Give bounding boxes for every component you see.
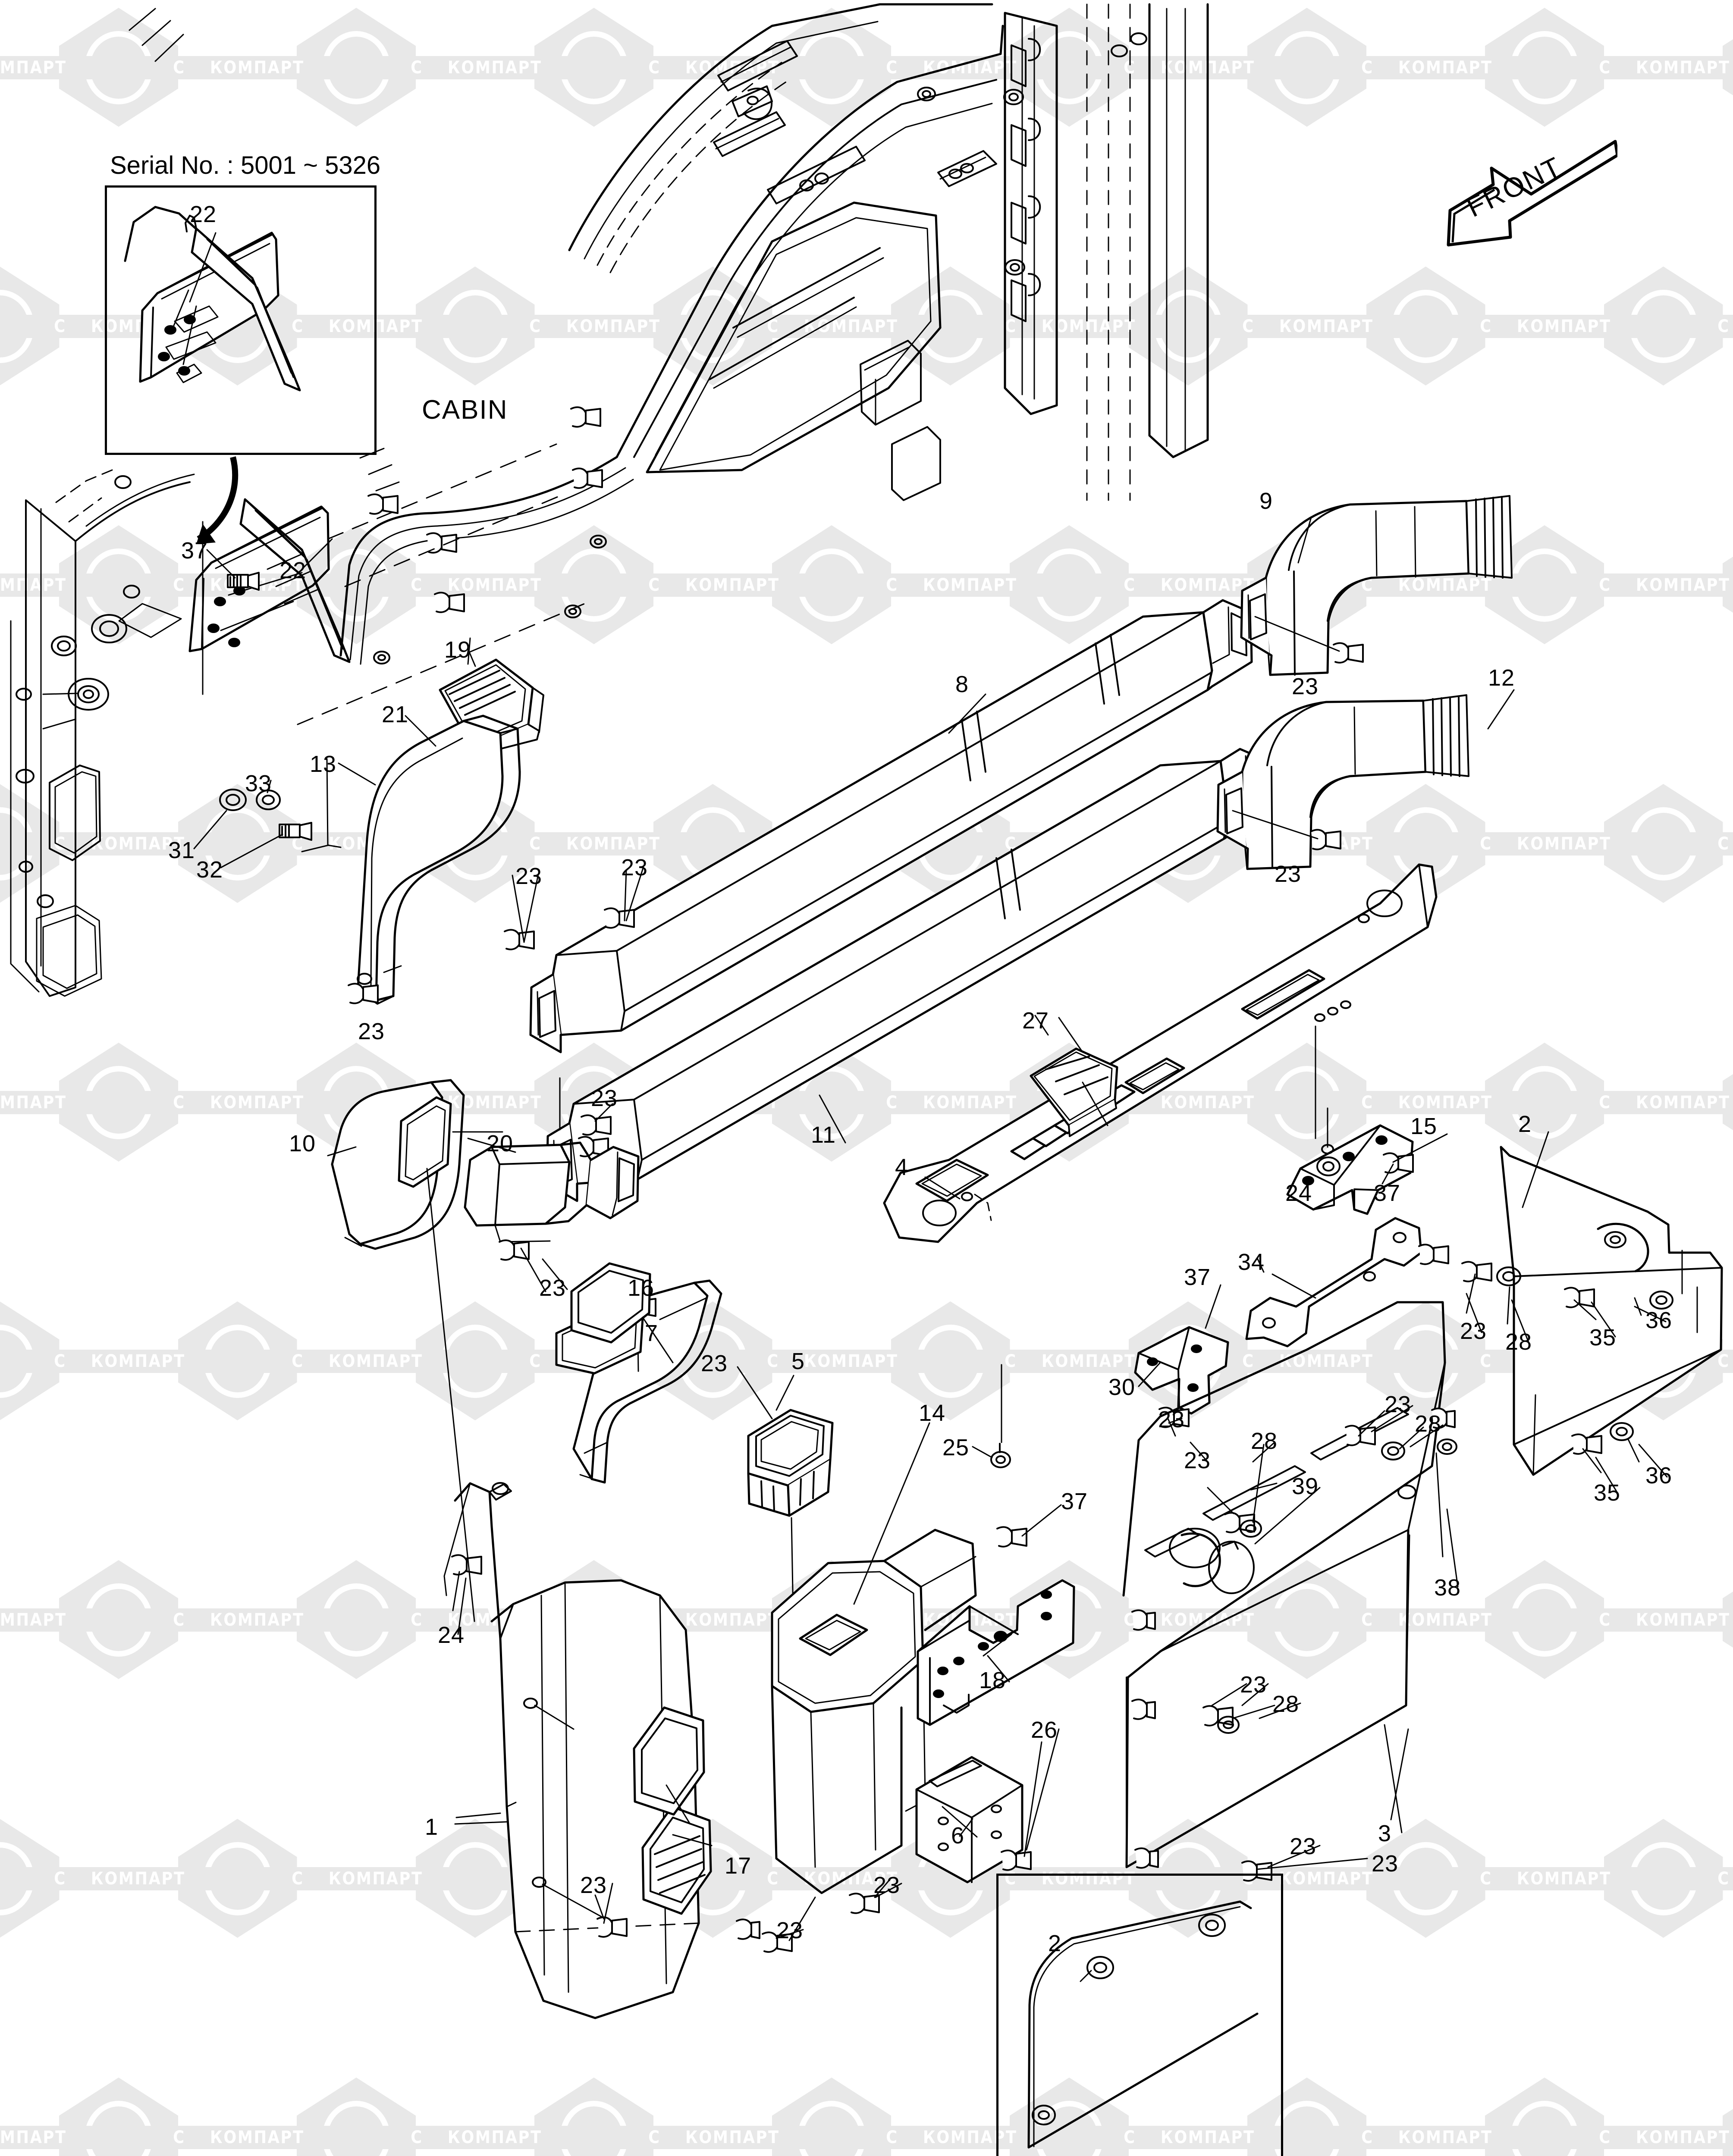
part-callout-37: 37: [1374, 1180, 1401, 1206]
part-callout-23: 23: [539, 1275, 566, 1301]
part-callout-23: 23: [1292, 674, 1319, 699]
part-callout-37: 37: [1184, 1264, 1211, 1290]
part-callout-22: 22: [279, 558, 307, 583]
part-callout-34: 34: [1238, 1249, 1265, 1275]
part-callout-23: 23: [621, 855, 648, 881]
part-callout-23: 23: [1275, 861, 1302, 887]
part-callout-23: 23: [1372, 1851, 1399, 1877]
part-callout-30: 30: [1108, 1374, 1136, 1400]
part-callout-1: 1: [425, 1814, 439, 1840]
part-callout-23: 23: [591, 1085, 618, 1111]
part-callout-36: 36: [1645, 1307, 1673, 1333]
serial-5001-5326-inset-box: [105, 185, 377, 455]
cabin-label: CABIN: [422, 395, 508, 425]
part-callout-23: 23: [1158, 1407, 1185, 1432]
part-callout-23: 23: [1460, 1318, 1487, 1344]
part-callout-28: 28: [1251, 1428, 1278, 1454]
part-callout-22: 22: [190, 201, 217, 227]
part-callout-23: 23: [701, 1351, 728, 1376]
part-callout-28: 28: [1415, 1411, 1442, 1437]
part-callout-15: 15: [1410, 1113, 1438, 1139]
part-callout-10: 10: [289, 1131, 316, 1156]
serial-5001-10027-inset-box: [996, 1874, 1283, 2156]
part-callout-28: 28: [1505, 1329, 1532, 1355]
part-callout-23: 23: [515, 863, 543, 889]
part-callout-27: 27: [1022, 1008, 1049, 1034]
part-callout-7: 7: [645, 1320, 659, 1346]
part-callout-13: 13: [310, 751, 337, 777]
part-callout-35: 35: [1594, 1480, 1621, 1506]
part-callout-24: 24: [1285, 1180, 1312, 1206]
part-callout-25: 25: [942, 1435, 970, 1460]
part-callout-3: 3: [1378, 1821, 1392, 1846]
part-callout-33: 33: [245, 771, 272, 796]
part-callout-37: 37: [181, 538, 208, 564]
part-callout-2: 2: [1048, 1930, 1062, 1956]
part-callout-24: 24: [438, 1622, 465, 1648]
part-callout-21: 21: [382, 702, 409, 727]
part-callout-23: 23: [358, 1018, 385, 1044]
part-callout-20: 20: [487, 1131, 514, 1156]
part-callout-23: 23: [1240, 1672, 1267, 1698]
part-callout-35: 35: [1589, 1325, 1617, 1351]
part-callout-4: 4: [895, 1154, 909, 1180]
part-callout-19: 19: [444, 637, 471, 663]
part-callout-12: 12: [1488, 665, 1515, 691]
front-direction-arrow: FRONT: [1402, 129, 1619, 276]
part-callout-28: 28: [1272, 1691, 1300, 1717]
part-callout-6: 6: [951, 1823, 965, 1849]
part-callout-9: 9: [1259, 488, 1273, 514]
part-callout-16: 16: [628, 1275, 655, 1301]
serial-number-top-label: Serial No. : 5001 ~ 5326: [110, 151, 381, 179]
part-callout-32: 32: [196, 857, 223, 883]
part-callout-39: 39: [1292, 1473, 1319, 1499]
part-callout-14: 14: [919, 1400, 946, 1426]
part-callout-23: 23: [776, 1918, 804, 1943]
part-callout-17: 17: [725, 1853, 752, 1879]
part-callout-23: 23: [1290, 1833, 1317, 1859]
part-callout-26: 26: [1031, 1717, 1058, 1743]
part-callout-8: 8: [955, 671, 969, 697]
part-callout-36: 36: [1645, 1463, 1673, 1489]
part-callout-23: 23: [873, 1872, 901, 1898]
part-callout-37: 37: [1061, 1489, 1088, 1514]
part-callout-11: 11: [811, 1122, 836, 1148]
part-callout-23: 23: [1184, 1448, 1211, 1473]
part-callout-2: 2: [1518, 1111, 1532, 1137]
part-callout-18: 18: [979, 1667, 1006, 1693]
part-callout-38: 38: [1434, 1575, 1461, 1601]
part-callout-5: 5: [791, 1348, 805, 1374]
part-callout-23: 23: [580, 1872, 607, 1898]
part-callout-23: 23: [1385, 1391, 1412, 1417]
part-callout-31: 31: [168, 837, 195, 863]
